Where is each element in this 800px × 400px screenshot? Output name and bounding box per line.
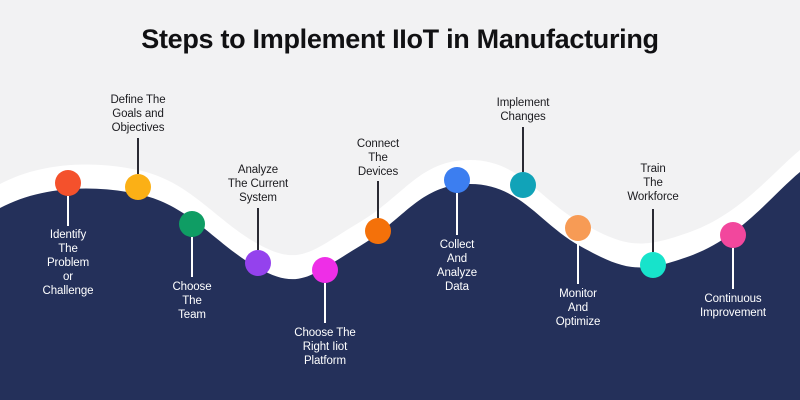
step-label-10: Train The Workforce xyxy=(627,163,679,203)
step-connector-line xyxy=(191,237,193,277)
step-connector-line xyxy=(652,209,654,252)
step-connector-line xyxy=(577,241,579,284)
step-connector-line xyxy=(67,196,69,226)
step-label-3: Choose The Team xyxy=(172,281,212,321)
step-label-2: Define The Goals and Objectives xyxy=(110,94,166,134)
step-label-4: Analyze The Current System xyxy=(227,164,289,204)
step-label-11: Continuous Improvement xyxy=(699,293,766,319)
step-connector-line xyxy=(257,208,259,250)
step-label-6: Connect The Devices xyxy=(356,138,400,178)
wave-white-band xyxy=(0,150,800,280)
step-dot-5[interactable] xyxy=(312,257,338,283)
step-connector-line xyxy=(377,181,379,218)
page-title: Steps to Implement IIoT in Manufacturing xyxy=(141,24,659,54)
step-label-1: Identify The Problem or Challenge xyxy=(42,229,94,297)
step-connector-line xyxy=(137,138,139,174)
step-connector-line xyxy=(732,248,734,289)
step-label-7: Collect And Analyze Data xyxy=(436,239,478,293)
step-dot-11[interactable] xyxy=(720,222,746,248)
step-connector-line xyxy=(324,283,326,323)
step-dot-3[interactable] xyxy=(179,211,205,237)
step-label-8: Implement Changes xyxy=(496,97,550,123)
step-dot-10[interactable] xyxy=(640,252,666,278)
step-connector-line xyxy=(456,193,458,235)
step-dot-7[interactable] xyxy=(444,167,470,193)
step-connector-line xyxy=(522,127,524,172)
step-dot-1[interactable] xyxy=(55,170,81,196)
step-label-9: Monitor And Optimize xyxy=(555,288,601,328)
step-dot-6[interactable] xyxy=(365,218,391,244)
step-dot-4[interactable] xyxy=(245,250,271,276)
step-dot-2[interactable] xyxy=(125,174,151,200)
step-dot-9[interactable] xyxy=(565,215,591,241)
step-dot-8[interactable] xyxy=(510,172,536,198)
step-label-5: Choose The Right Iiot Platform xyxy=(294,327,356,367)
